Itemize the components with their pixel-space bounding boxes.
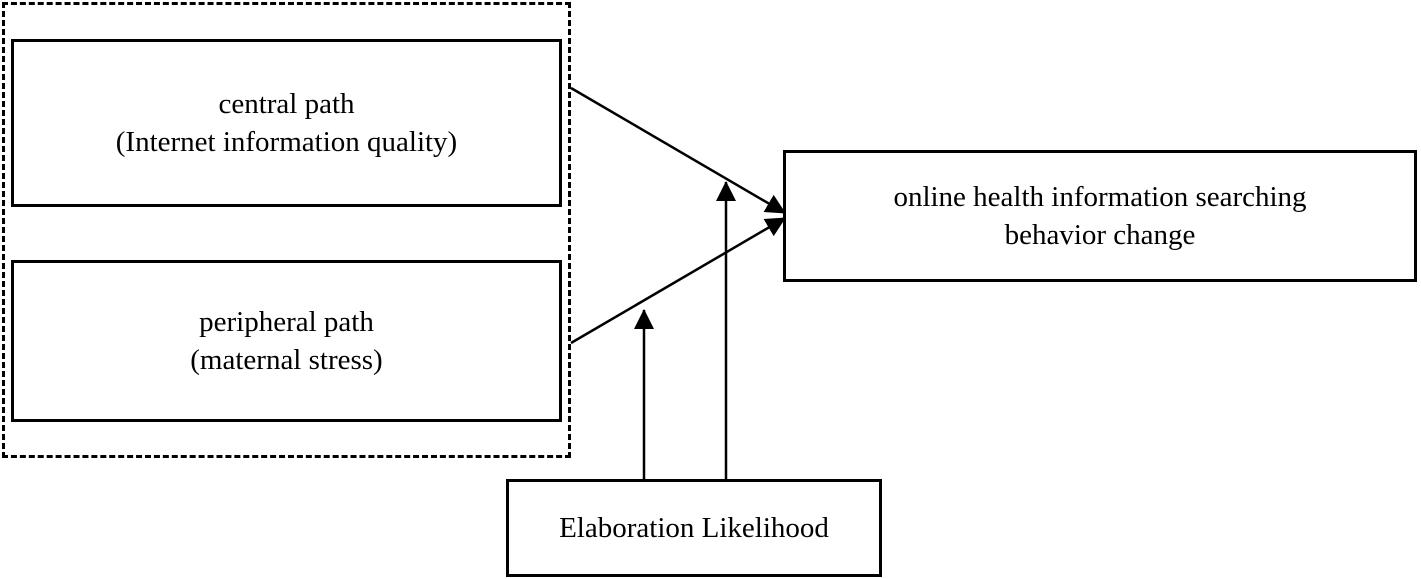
edge-peripheral-to-outcome xyxy=(570,216,786,345)
central-path-box: central path (Internet information quali… xyxy=(11,39,562,207)
outcome-line-1: online health information searching xyxy=(893,181,1307,213)
peripheral-path-title: peripheral path xyxy=(199,306,374,338)
moderator-box: Elaboration Likelihood xyxy=(506,479,882,577)
edge-central-to-outcome xyxy=(570,86,786,215)
outcome-box: online health information searching beha… xyxy=(783,150,1417,282)
peripheral-path-subtitle: (maternal stress) xyxy=(190,344,383,376)
central-path-subtitle: (Internet information quality) xyxy=(115,126,458,158)
central-path-title: central path xyxy=(218,88,355,120)
paths-group-frame xyxy=(2,2,571,458)
outcome-line-2: behavior change xyxy=(1004,219,1196,251)
moderator-label: Elaboration Likelihood xyxy=(559,512,829,544)
peripheral-path-box: peripheral path (maternal stress) xyxy=(11,260,562,422)
